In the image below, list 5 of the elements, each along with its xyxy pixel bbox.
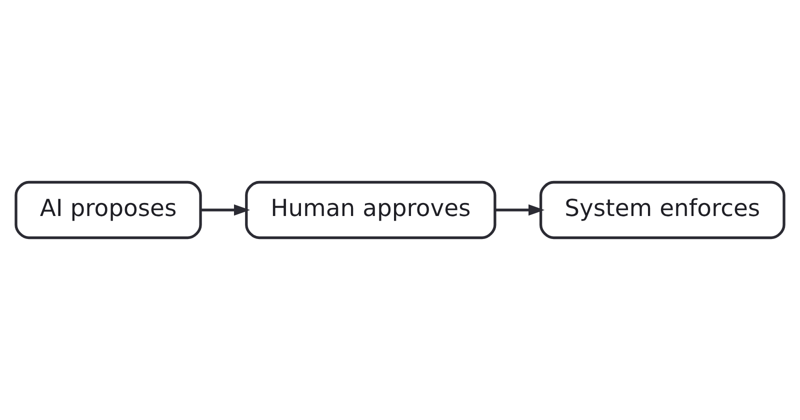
node-box: System enforces	[539, 180, 786, 240]
arrow	[200, 204, 250, 216]
arrow	[494, 204, 545, 216]
node-box: AI proposes	[14, 180, 202, 240]
node-box: Human approves	[245, 180, 496, 240]
